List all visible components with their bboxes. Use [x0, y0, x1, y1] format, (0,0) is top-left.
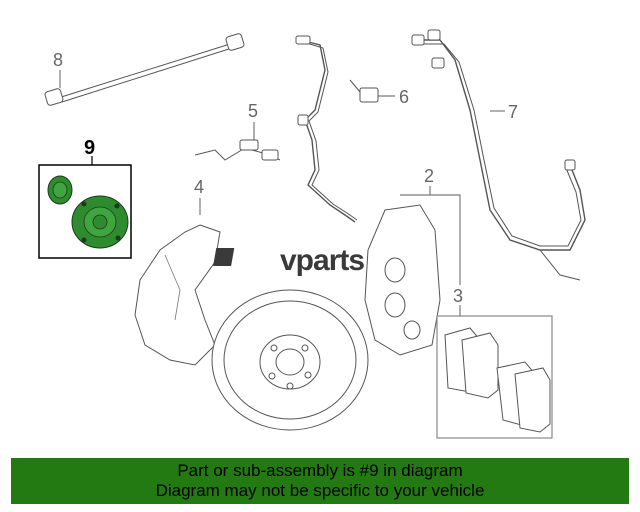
banner-line-2: Diagram may not be specific to your vehi…: [155, 481, 485, 500]
callout-4: 4: [194, 177, 204, 197]
part-3-brake-pads[interactable]: [436, 305, 553, 439]
part-4-dust-shield[interactable]: [134, 198, 221, 366]
part-6-sensor[interactable]: [349, 79, 395, 103]
brake-rotor[interactable]: [211, 289, 369, 431]
part-5-sensor[interactable]: [194, 122, 281, 161]
part-8-sensor-wire[interactable]: [44, 33, 245, 106]
part-7-cable[interactable]: [411, 29, 586, 281]
part-2-caliper[interactable]: [364, 186, 461, 356]
sensor-cable-center[interactable]: [295, 35, 358, 223]
callout-6: 6: [399, 87, 409, 107]
part-9-group[interactable]: [38, 156, 132, 259]
parts-diagram: 8 9 5 6: [38, 29, 586, 439]
watermark-logo: vparts: [213, 244, 365, 277]
watermark-text: vparts: [280, 244, 364, 277]
callout-8: 8: [53, 50, 63, 70]
info-banner: Part or sub-assembly is #9 in diagram Di…: [11, 458, 629, 504]
callout-3: 3: [453, 286, 463, 306]
callout-9: 9: [84, 137, 95, 159]
callout-5: 5: [248, 101, 258, 121]
callout-7: 7: [508, 102, 518, 122]
callout-2: 2: [424, 166, 434, 186]
banner-line-1: Part or sub-assembly is #9 in diagram: [177, 461, 463, 480]
